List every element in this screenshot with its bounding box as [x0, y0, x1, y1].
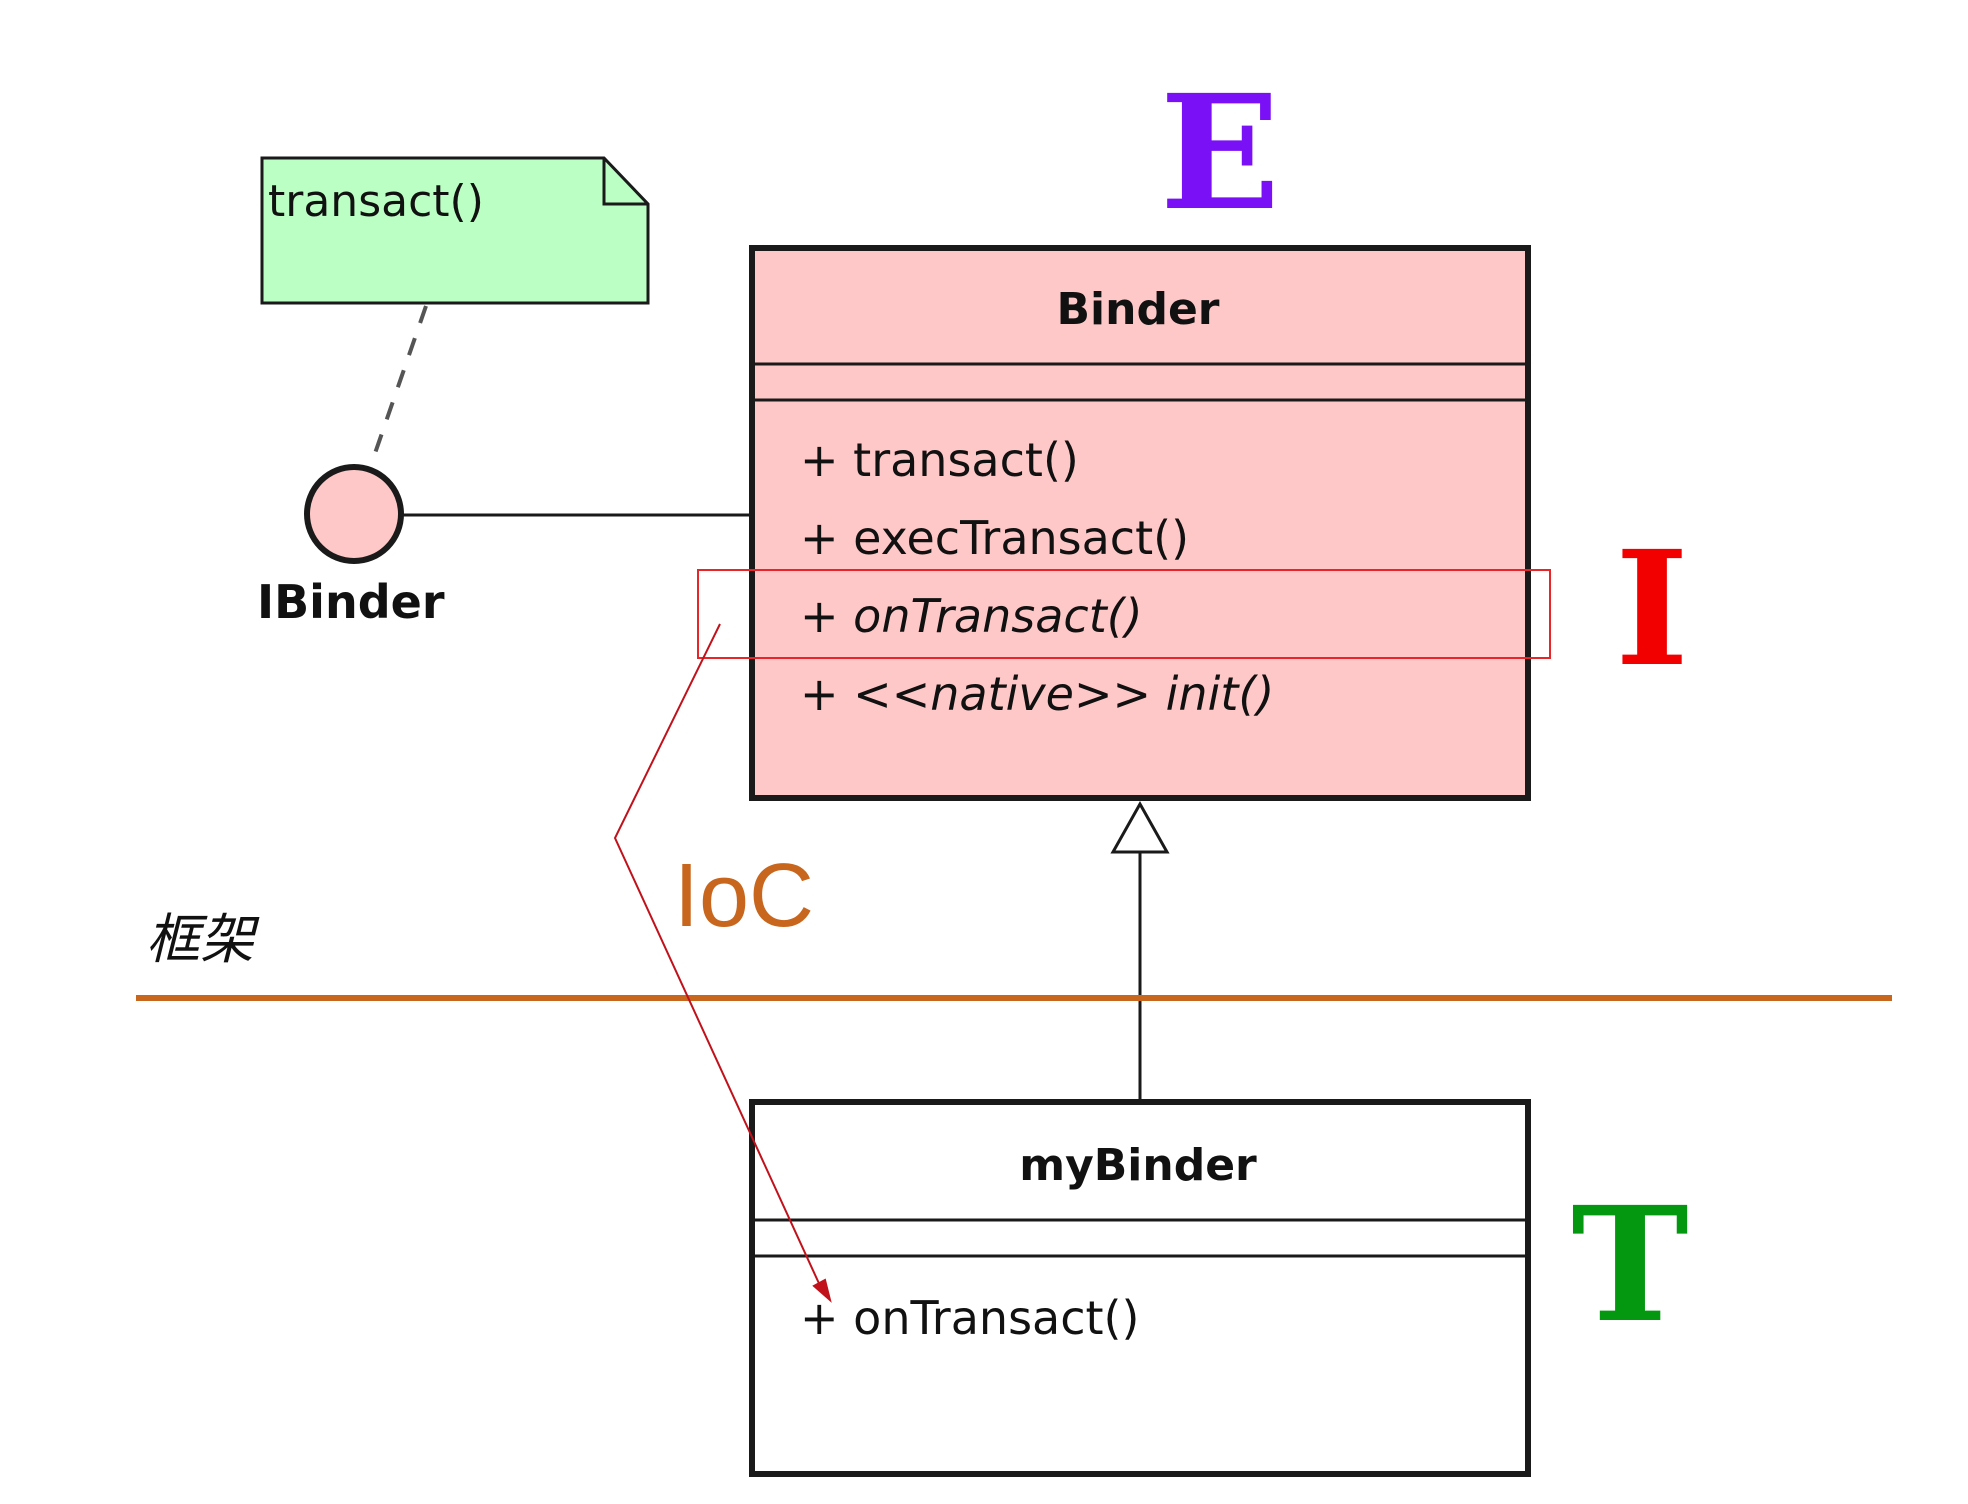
binder-method-ontransact: + onTransact(): [800, 589, 1143, 643]
ioc-arrowhead: [812, 1278, 832, 1303]
note: transact(): [260, 156, 650, 305]
ontransact-highlight: [697, 569, 1551, 659]
mybinder-method-ontransact: + onTransact(): [800, 1291, 1139, 1345]
note-text: transact(): [268, 176, 484, 227]
inheritance-triangle: [1110, 800, 1170, 854]
binder-class-box: [749, 245, 1531, 801]
interface-circle: [304, 464, 404, 564]
inheritance-arrow: [1110, 800, 1170, 1102]
ioc-label: IoC: [674, 846, 814, 946]
interface-label: IBinder: [257, 575, 445, 629]
letter-e: E: [1160, 61, 1280, 246]
letter-i: I: [1615, 517, 1689, 702]
note-fold: [602, 158, 648, 206]
binder-method-transact: + transact(): [800, 433, 1079, 487]
mybinder-class-name: myBinder: [1019, 1140, 1257, 1191]
binder-class-name: Binder: [1057, 284, 1220, 335]
ibinder-interface: IBinder: [257, 464, 752, 629]
note-connector: [370, 305, 428, 463]
mybinder-class: myBinder + onTransact(): [749, 1099, 1531, 1477]
binder-method-exectransact: + execTransact(): [800, 511, 1189, 565]
binder-class: Binder + transact() + execTransact() + o…: [749, 245, 1531, 801]
note-shape: [260, 156, 650, 305]
letter-t: T: [1571, 1173, 1689, 1358]
binder-method-native-init: + <<native>> init(): [800, 667, 1274, 721]
framework-label: 框架: [146, 910, 260, 970]
ioc-arrow-line: [613, 623, 823, 1291]
ioc-arrow: [613, 623, 832, 1303]
mybinder-class-box: [749, 1099, 1531, 1477]
